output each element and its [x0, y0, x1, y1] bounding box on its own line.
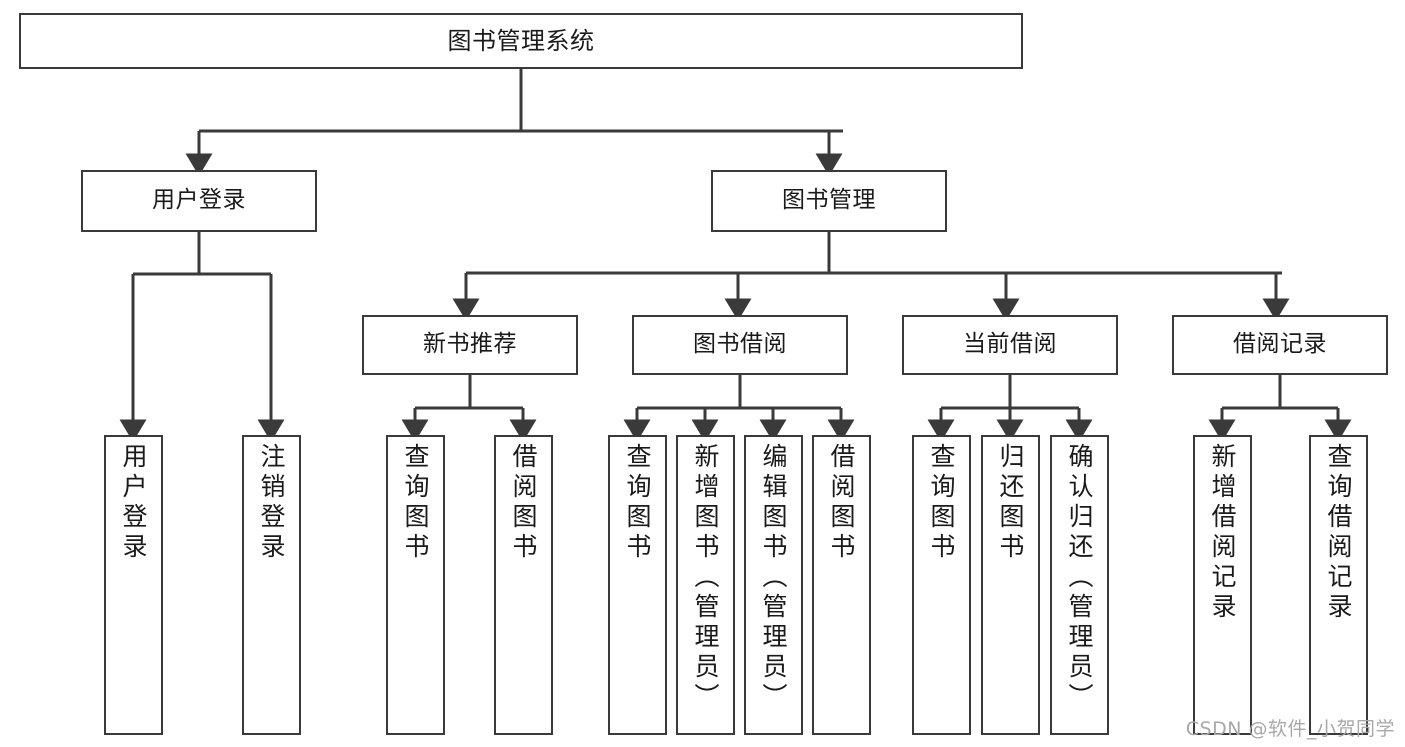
leaf-add-borrow-record[interactable]: 新增借阅记录: [1193, 435, 1252, 735]
leaf-user-login[interactable]: 用户登录: [104, 435, 163, 735]
watermark: CSDN @软件_小贺同学: [1185, 718, 1395, 740]
node-label: 图书管理: [782, 187, 876, 214]
node-label: 查询图书: [401, 443, 430, 563]
leaf-query-borrow-record[interactable]: 查询借阅记录: [1309, 435, 1368, 735]
leaf-borrow-book-recommend[interactable]: 借阅图书: [494, 435, 553, 735]
leaf-logout[interactable]: 注销登录: [242, 435, 301, 735]
node-label: 查询图书: [927, 443, 956, 563]
node-label: 借阅记录: [1233, 331, 1327, 358]
node-label: 图书管理系统: [447, 26, 595, 55]
node-label: 确认归还（管理员）: [1065, 443, 1094, 713]
leaf-confirm-return-admin[interactable]: 确认归还（管理员）: [1050, 435, 1109, 735]
leaf-borrow-book[interactable]: 借阅图书: [812, 435, 871, 735]
node-label: 查询借阅记录: [1324, 443, 1353, 623]
node-borrow-record[interactable]: 借阅记录: [1172, 315, 1388, 375]
leaf-return-book[interactable]: 归还图书: [981, 435, 1040, 735]
node-label: 新书推荐: [423, 331, 517, 358]
node-label: 图书借阅: [693, 331, 787, 358]
node-current-borrow[interactable]: 当前借阅: [902, 315, 1118, 375]
node-book-management[interactable]: 图书管理: [711, 170, 947, 232]
node-new-book-recommend[interactable]: 新书推荐: [362, 315, 578, 375]
node-label: 借阅图书: [509, 443, 538, 563]
node-root-book-management-system[interactable]: 图书管理系统: [19, 13, 1023, 69]
leaf-query-book-current[interactable]: 查询图书: [912, 435, 971, 735]
node-label: 借阅图书: [827, 443, 856, 563]
leaf-add-book-admin[interactable]: 新增图书（管理员）: [676, 435, 735, 735]
node-label: 注销登录: [257, 443, 286, 563]
node-label: 用户登录: [119, 443, 148, 563]
leaf-query-book-borrow[interactable]: 查询图书: [608, 435, 667, 735]
leaf-query-book-recommend[interactable]: 查询图书: [386, 435, 445, 735]
node-user-login[interactable]: 用户登录: [81, 170, 317, 232]
node-label: 新增图书（管理员）: [691, 443, 720, 713]
node-label: 归还图书: [996, 443, 1025, 563]
node-book-borrow[interactable]: 图书借阅: [632, 315, 848, 375]
node-label: 当前借阅: [963, 331, 1057, 358]
leaf-edit-book-admin[interactable]: 编辑图书（管理员）: [744, 435, 803, 735]
node-label: 新增借阅记录: [1208, 443, 1237, 623]
node-label: 查询图书: [623, 443, 652, 563]
node-label: 用户登录: [152, 187, 246, 214]
node-label: 编辑图书（管理员）: [759, 443, 788, 713]
